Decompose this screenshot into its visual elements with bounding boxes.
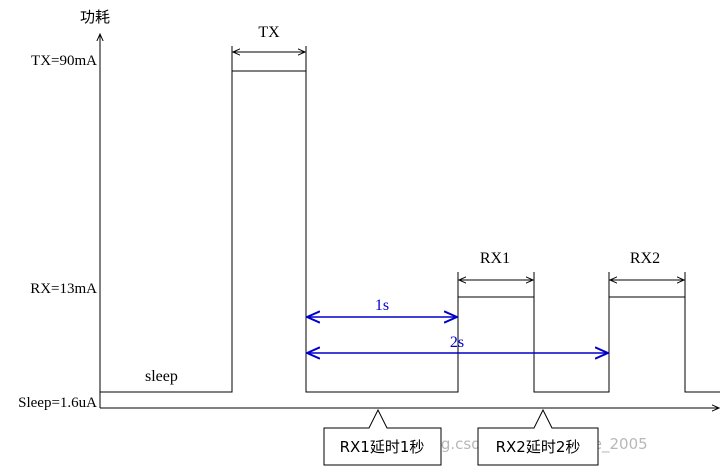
rx-level-label: RX=13mA	[30, 281, 97, 297]
tx-label: TX	[258, 24, 280, 41]
y-axis-title: 功耗	[80, 8, 110, 26]
rx2-delay-callout-text: RX2延时2秒	[496, 438, 581, 456]
rx2-delay-text: 2s	[450, 334, 464, 351]
rx1-delay-callout	[323, 408, 442, 466]
rx2-delay-callout	[477, 408, 599, 466]
power-waveform	[100, 70, 720, 393]
rx2-label: RX2	[630, 250, 660, 267]
rx1-label: RX1	[480, 250, 510, 267]
rx1-delay-text: 1s	[375, 297, 389, 314]
tx-level-label: TX=90mA	[31, 53, 97, 69]
rx1-delay-callout-text: RX1延时1秒	[340, 438, 425, 456]
sleep-label: sleep	[145, 368, 178, 385]
sleep-level-label: Sleep=1.6uA	[18, 395, 97, 411]
